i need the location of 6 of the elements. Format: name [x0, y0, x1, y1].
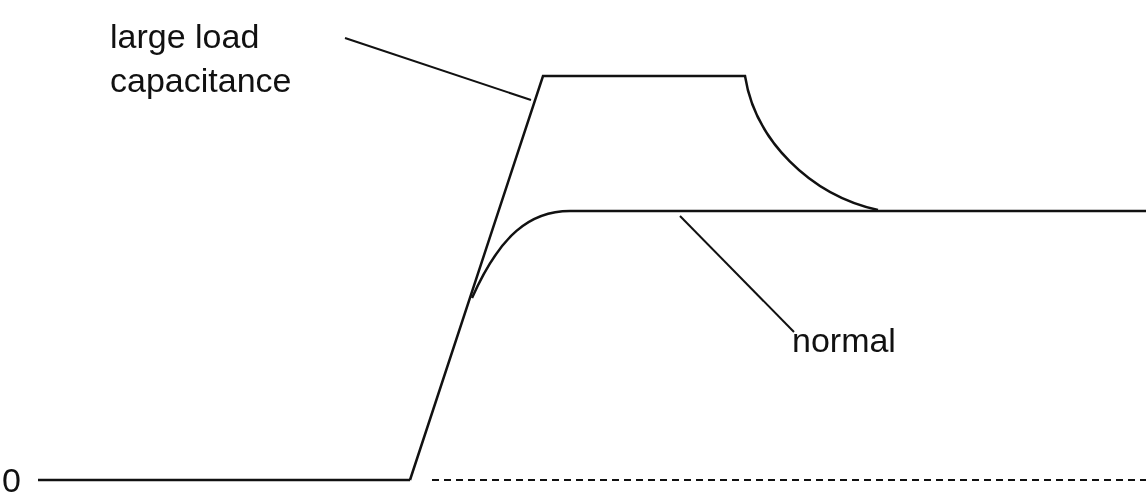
- waveform-label: normal: [792, 318, 952, 362]
- leader-line: [344, 37, 532, 101]
- normal-waveform: [470, 209, 1146, 299]
- leader-line: [679, 215, 795, 333]
- waveform-label: large load capacitance: [110, 14, 350, 102]
- axis-value-label: 0: [2, 460, 21, 497]
